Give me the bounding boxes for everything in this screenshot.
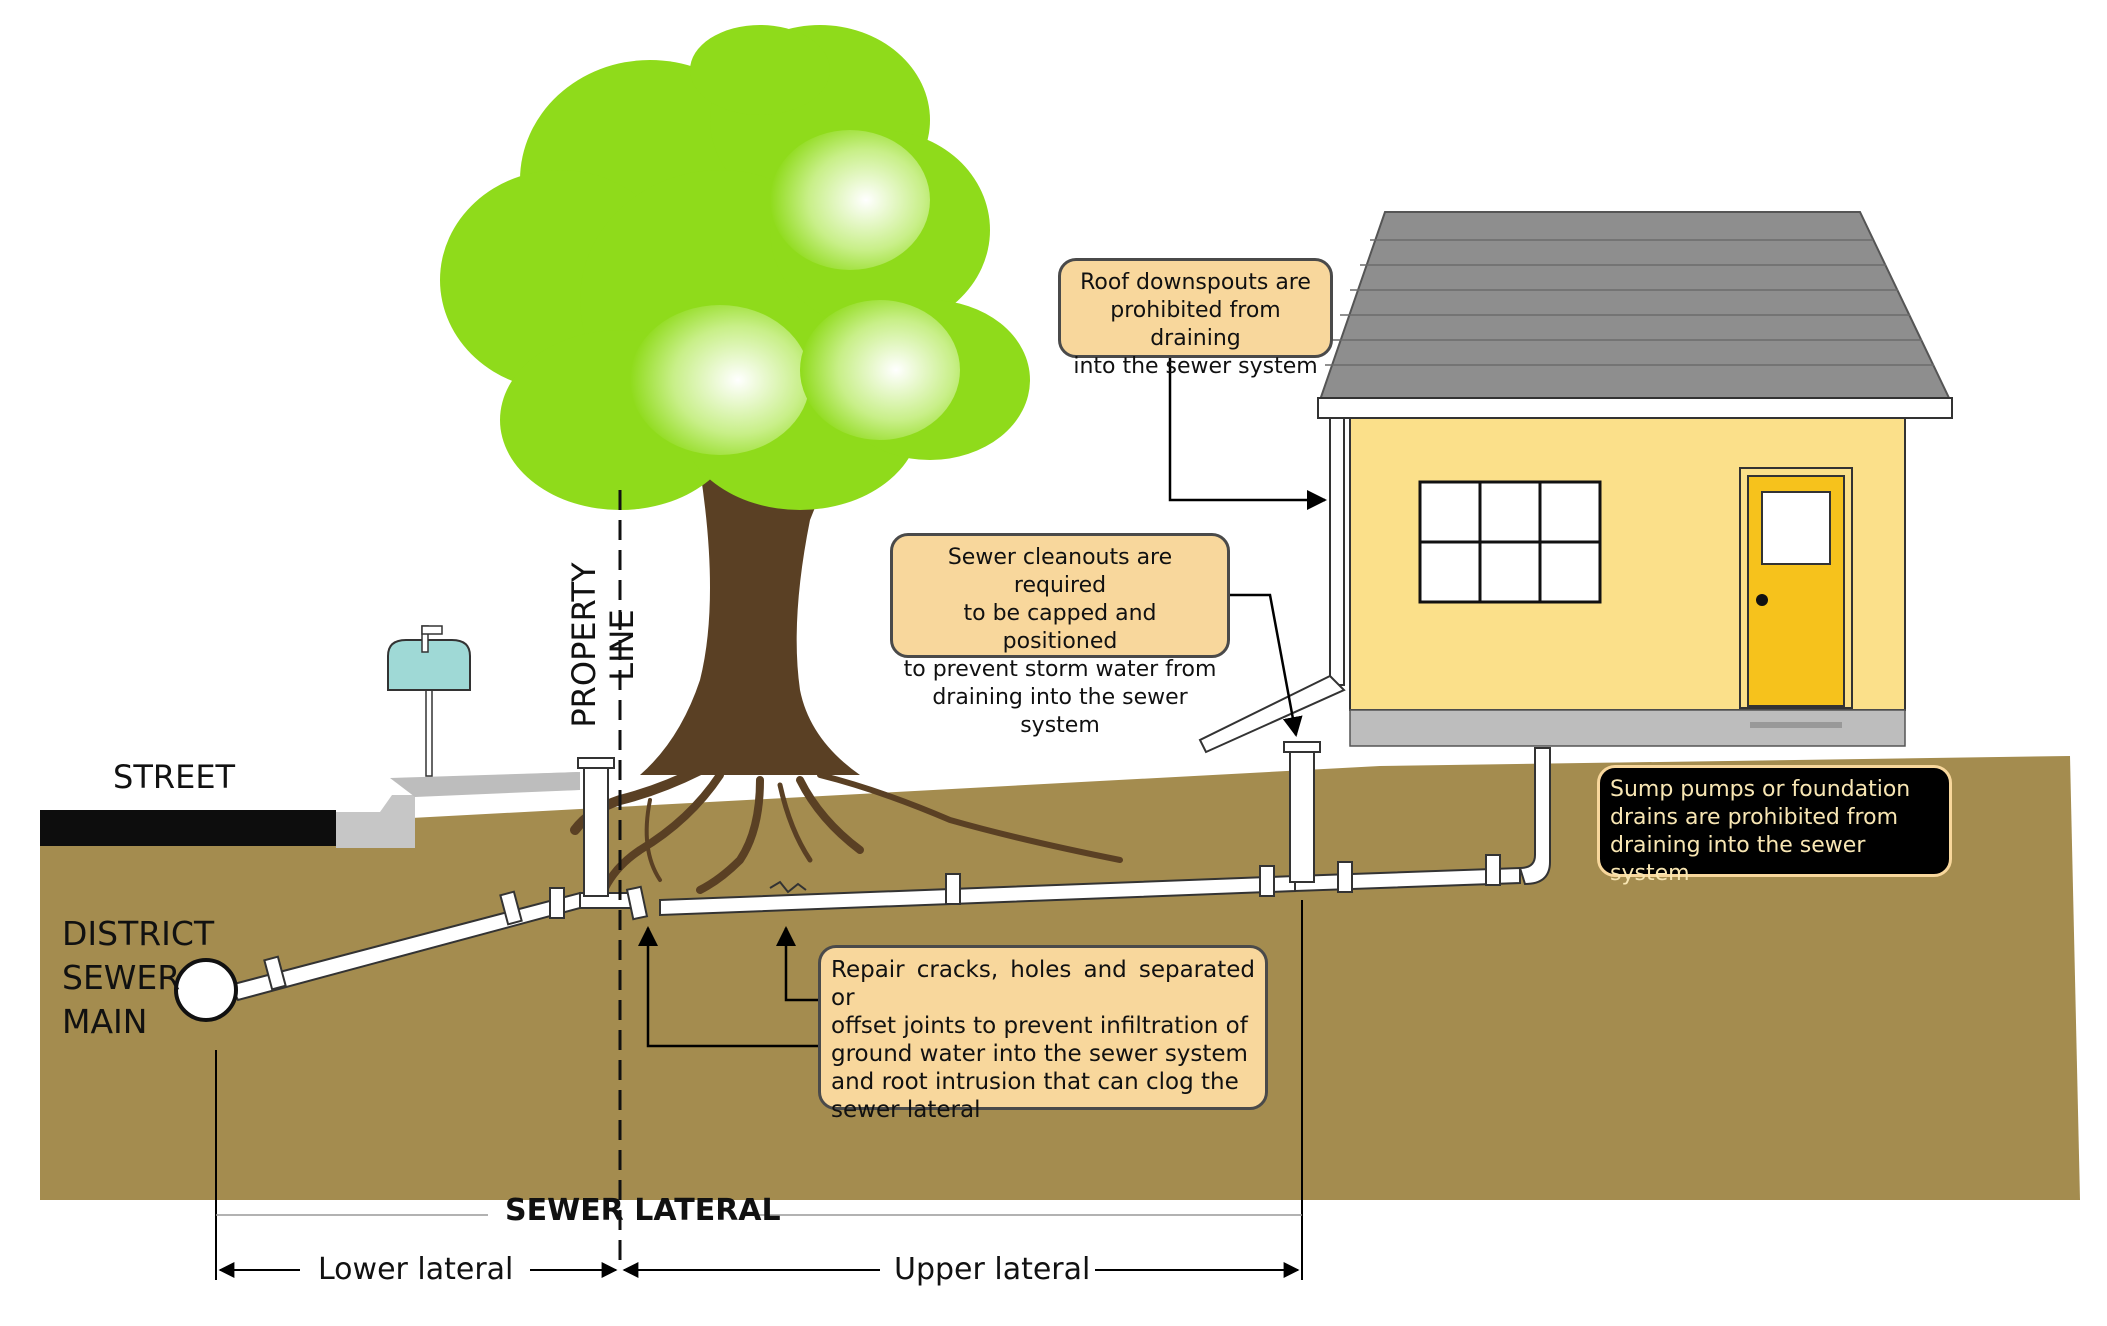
sump-callout-line: Sump pumps or foundation [1610, 777, 1911, 802]
sump-pump-callout: Sump pumps or foundation drains are proh… [1597, 765, 1952, 886]
cleanout-callout: Sewer cleanouts are required to be cappe… [890, 533, 1230, 738]
tree-foliage-icon [440, 25, 1030, 510]
lower-lateral-label: Lower lateral [318, 1252, 514, 1287]
sewer-text: SEWER [62, 958, 181, 997]
repair-callout-line: ground water into the sewer system [831, 1041, 1248, 1067]
house [1198, 211, 1953, 754]
main-text: MAIN [62, 1002, 148, 1041]
repair-callout-line: and root intrusion that can clog the [831, 1069, 1239, 1095]
repair-callout-line: Repair cracks, holes and separated or [831, 957, 1255, 1011]
crack-icon [769, 880, 807, 894]
upper-lateral-label: Upper lateral [894, 1252, 1091, 1287]
line-text: LINE [603, 609, 641, 681]
repair-callout-line: offset joints to prevent infiltration of [831, 1013, 1248, 1039]
roof-eave [1317, 397, 1953, 419]
property-line-label: PROPERTY LINE [565, 555, 705, 735]
roof-callout-line: into the sewer system [1073, 354, 1318, 379]
downspout [1329, 417, 1345, 686]
district-text: DISTRICT [62, 914, 215, 953]
sump-callout-line: drains are prohibited from [1610, 805, 1899, 830]
property-text: PROPERTY [565, 562, 603, 728]
sewer-pipe [228, 741, 1551, 1002]
cleanout-callout-line: draining into the sewer system [932, 685, 1188, 738]
repair-callout-line: sewer lateral [831, 1097, 981, 1123]
sewer-main-icon [174, 958, 238, 1022]
sidewalk [390, 772, 580, 797]
tree-trunk-icon [640, 470, 860, 775]
cleanout-callout-line: Sewer cleanouts are required [947, 545, 1173, 598]
mailbox-icon [387, 625, 471, 777]
district-sewer-main-label: DISTRICT SEWER MAIN [62, 912, 214, 1044]
sump-callout-line: draining into the sewer system [1610, 833, 1866, 886]
window-icon [1418, 480, 1602, 604]
downspout-splash [1198, 674, 1346, 754]
callout-arrows [638, 358, 1327, 1048]
roof-callout-line: Roof downspouts are [1080, 270, 1311, 295]
sewer-lateral-label: SEWER LATERAL [505, 1193, 781, 1228]
street-road [40, 810, 336, 846]
dimension-lines [215, 900, 1303, 1280]
street-label: STREET [113, 758, 236, 796]
roof-callout-line: prohibited from draining [1110, 298, 1281, 351]
roof-downspout-callout: Roof downspouts are prohibited from drai… [1058, 258, 1333, 379]
cleanout-callout-line: to be capped and positioned [963, 601, 1157, 654]
cleanout-callout-line: to prevent storm water from [903, 657, 1217, 682]
repair-callout: Repair cracks, holes and separated or of… [818, 945, 1268, 1123]
door-icon [1739, 467, 1853, 728]
